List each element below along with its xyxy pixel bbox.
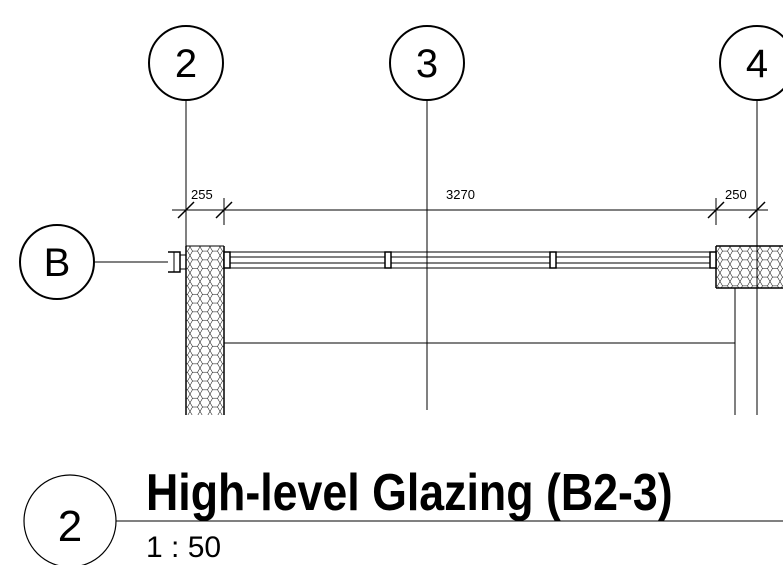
grid-label-4: 4 [746,42,768,86]
view-number: 2 [58,502,82,551]
view-scale: 1 : 50 [146,531,221,564]
grid-label-2: 2 [175,42,197,86]
dimension-tick [707,201,725,219]
grid-bubble-b: B [19,224,95,300]
right-wall [715,245,783,415]
grid-bubble-2: 2 [148,25,224,101]
dimension-middle: 3270 [446,187,475,202]
grid-label-3: 3 [416,42,438,86]
mullion [709,251,717,269]
dimension-tick [177,201,195,219]
left-wall [185,245,225,415]
grid-bubble-4: 4 [719,25,783,101]
dimension-right: 250 [725,187,747,202]
dimension-left: 255 [191,187,213,202]
glazing-panel [223,251,717,269]
grid-bubble-3: 3 [389,25,465,101]
dimension-tick [215,201,233,219]
mullion [384,251,392,269]
dimension-tick [748,201,766,219]
mullion [223,251,231,269]
mullion [549,251,557,269]
window-frame-bracket [168,251,186,273]
grid-label-b: B [44,241,71,285]
view-title-block: 2 High-level Glazing (B2-3) 1 : 50 [23,464,783,565]
dimension-chain: 255 3270 250 [172,187,768,225]
view-title: High-level Glazing (B2-3) [146,464,673,522]
